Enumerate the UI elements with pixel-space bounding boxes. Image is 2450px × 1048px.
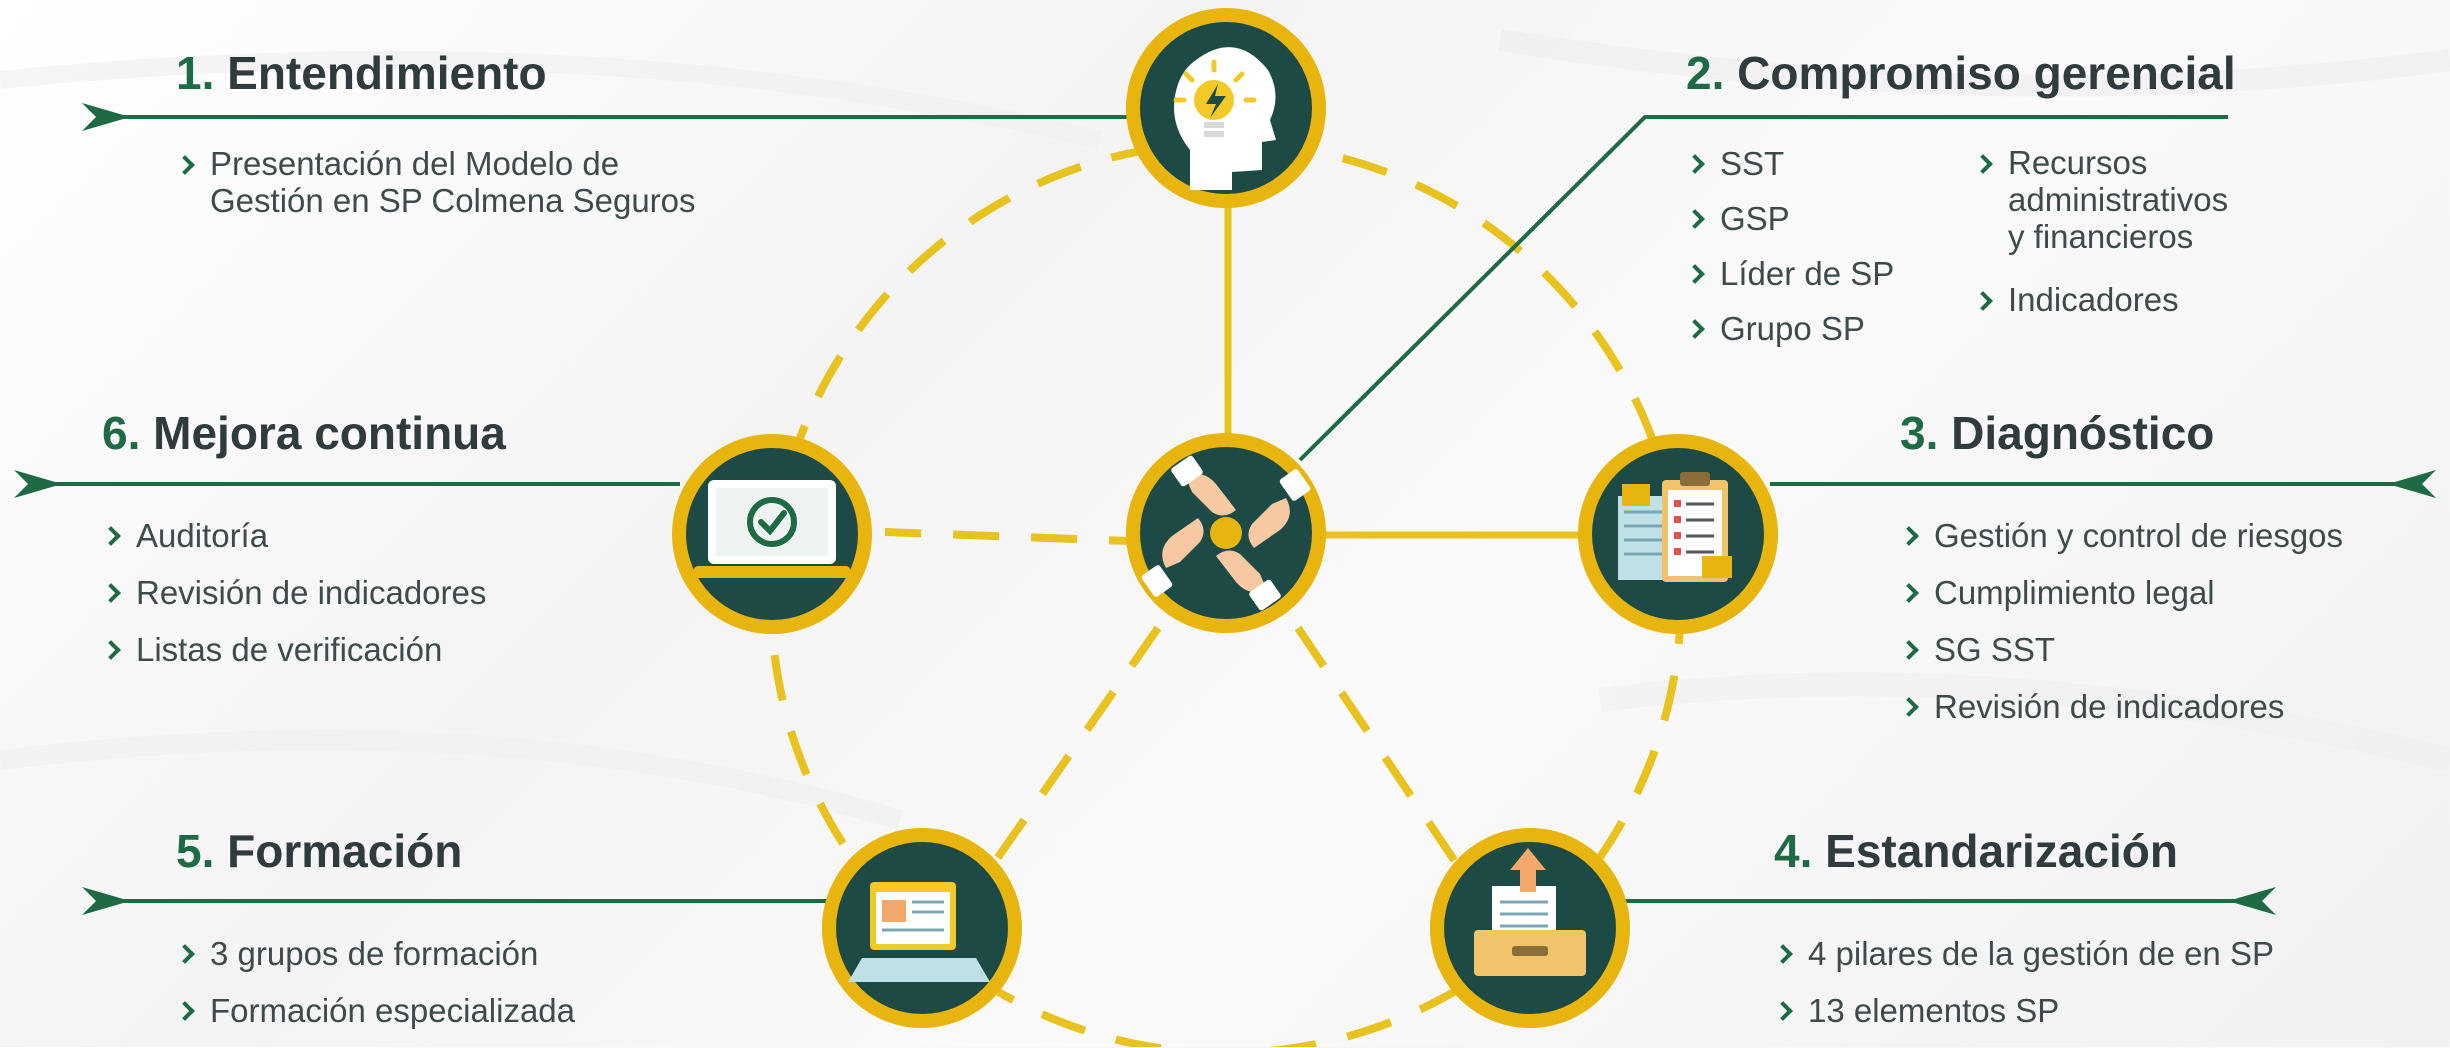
list-item: Revisión de indicadores <box>1900 687 2343 726</box>
green-connectors <box>50 115 2400 903</box>
arrow-heads <box>14 103 2436 915</box>
step-4-list: 4 pilares de la gestión de en SP 13 elem… <box>1774 934 2274 1048</box>
arrow-6-icon <box>14 470 62 498</box>
step-5-list: 3 grupos de formación Formación especial… <box>176 934 575 1048</box>
step-3-title: 3. Diagnóstico <box>1900 410 2214 456</box>
node-1 <box>1126 8 1326 208</box>
solid-links <box>1224 165 1588 539</box>
step-1-title: 1. Entendimiento <box>176 50 547 96</box>
step-6-number: 6. <box>102 407 141 459</box>
node-6 <box>672 434 872 634</box>
step-6-title-text: Mejora continua <box>153 407 506 459</box>
step-1-number: 1. <box>176 47 215 99</box>
node-3 <box>1578 434 1778 634</box>
step-5-number: 5. <box>176 825 215 877</box>
list-item: SG SST <box>1900 630 2343 669</box>
arrow-5-icon <box>82 887 130 915</box>
list-item: GSP <box>1686 199 1894 238</box>
list-item: Grupo SP <box>1686 309 1894 348</box>
step-6-list: Auditoría Revisión de indicadores Listas… <box>102 516 486 687</box>
list-item: Indicadores <box>1974 281 2228 318</box>
connector-2 <box>1298 115 2228 462</box>
list-item: Formación especializada <box>176 991 575 1030</box>
step-2-list-left: SST GSP Líder de SP Grupo SP <box>1686 144 1894 348</box>
lightbulb-head-icon <box>1173 47 1276 191</box>
dashed-link-center-6 <box>884 528 1156 546</box>
node-5 <box>822 828 1022 1028</box>
step-5-title: 5. Formación <box>176 828 462 874</box>
step-3-title-text: Diagnóstico <box>1951 407 2215 459</box>
list-item: Revisión de indicadores <box>102 573 486 612</box>
list-item: Líder de SP <box>1686 254 1894 293</box>
list-item: 13 elementos SP <box>1774 991 2274 1030</box>
list-item: Listas de verificación <box>102 630 486 669</box>
node-4 <box>1430 828 1630 1028</box>
node-center <box>1126 433 1326 633</box>
list-item: 4 pilares de la gestión de en SP <box>1774 934 2274 973</box>
step-4-title: 4. Estandarización <box>1774 828 2178 874</box>
list-item: Gestión y control de riesgos <box>1900 516 2343 555</box>
step-2-title-text: Compromiso gerencial <box>1737 47 2236 99</box>
step-6-title: 6. Mejora continua <box>102 410 506 456</box>
arrow-3-icon <box>2388 470 2436 498</box>
monitor-check-icon <box>694 480 850 578</box>
list-item: SST <box>1686 144 1894 183</box>
list-item: 3 grupos de formación <box>176 934 575 973</box>
step-1-title-text: Entendimiento <box>227 47 547 99</box>
step-2-title: 2. Compromiso gerencial <box>1686 50 2236 96</box>
clipboard-checklist-icon <box>1618 472 1732 582</box>
handshake-circle-icon <box>1141 455 1311 611</box>
arrow-1-icon <box>82 103 130 131</box>
step-5-title-text: Formación <box>227 825 463 877</box>
arrow-4-icon <box>2228 887 2276 915</box>
laptop-document-icon <box>848 882 990 982</box>
archive-upload-icon <box>1474 848 1586 976</box>
step-4-number: 4. <box>1774 825 1813 877</box>
step-4-title-text: Estandarización <box>1825 825 2178 877</box>
step-2-number: 2. <box>1686 47 1725 99</box>
step-3-number: 3. <box>1900 407 1939 459</box>
list-item: Cumplimiento legal <box>1900 573 2343 612</box>
step-3-list: Gestión y control de riesgos Cumplimient… <box>1900 516 2343 744</box>
list-item: Auditoría <box>102 516 486 555</box>
